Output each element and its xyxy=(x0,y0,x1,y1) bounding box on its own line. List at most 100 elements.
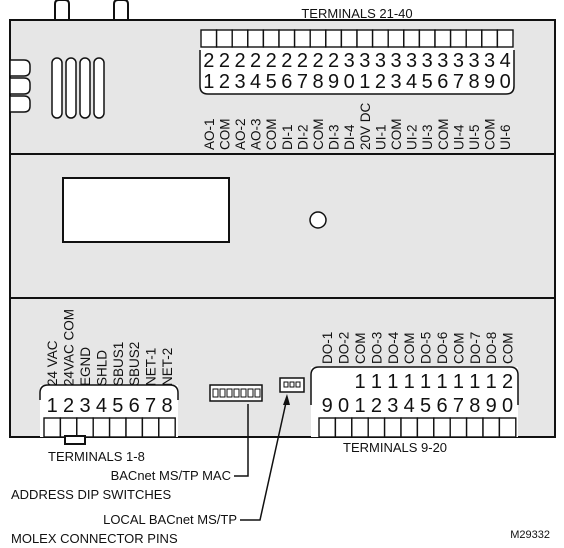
terminals-right-title: TERMINALS 9-20 xyxy=(343,440,447,455)
dip-switch[interactable] xyxy=(240,388,247,398)
right-terminal[interactable] xyxy=(367,417,386,438)
dip-switch[interactable] xyxy=(219,388,226,398)
left-terminal[interactable] xyxy=(108,417,127,438)
left-terminal[interactable] xyxy=(76,417,94,438)
right-terminal[interactable] xyxy=(449,417,468,438)
top-number-ones: 4 xyxy=(250,71,261,93)
dip-switch[interactable] xyxy=(226,388,233,398)
top-terminal[interactable] xyxy=(434,29,452,48)
dip-switch[interactable] xyxy=(212,388,219,398)
top-terminal[interactable] xyxy=(200,29,218,48)
top-terminal[interactable] xyxy=(481,29,499,48)
right-signal-label: DO-6 xyxy=(435,332,450,364)
top-number-ones: 1 xyxy=(203,71,214,93)
right-number-tens: 1 xyxy=(436,371,447,393)
top-terminal[interactable] xyxy=(465,29,483,48)
right-terminal[interactable] xyxy=(334,417,353,438)
right-terminal[interactable] xyxy=(465,417,484,438)
figure-id: M29332 xyxy=(510,529,550,541)
top-terminal[interactable] xyxy=(278,29,296,48)
top-terminal[interactable] xyxy=(340,29,358,48)
left-terminal[interactable] xyxy=(59,417,78,438)
top-number-tens: 2 xyxy=(297,50,308,72)
top-number-ones: 5 xyxy=(422,71,433,93)
right-terminal[interactable] xyxy=(351,417,369,438)
dip-switch[interactable] xyxy=(254,388,261,398)
top-number-tens: 3 xyxy=(453,50,464,72)
left-terminal[interactable] xyxy=(125,417,144,438)
terminal-block-top-bracket xyxy=(199,85,515,95)
top-signal-label: UI-6 xyxy=(498,124,513,150)
right-terminal[interactable] xyxy=(318,417,337,438)
right-number-ones: 4 xyxy=(404,395,415,417)
top-terminal[interactable] xyxy=(371,29,389,48)
top-number-tens: 2 xyxy=(266,50,277,72)
right-number-ones: 7 xyxy=(453,395,464,417)
right-terminal[interactable] xyxy=(400,417,419,438)
terminal-block-left-bracket xyxy=(39,384,179,400)
right-signal-label: DO-3 xyxy=(369,332,384,364)
right-terminal[interactable] xyxy=(433,417,451,438)
left-terminal[interactable] xyxy=(43,417,62,438)
right-number-tens: 1 xyxy=(371,371,382,393)
top-number-tens: 2 xyxy=(234,50,245,72)
right-number-ones: 9 xyxy=(486,395,497,417)
top-terminal[interactable] xyxy=(293,29,311,48)
top-number-tens: 3 xyxy=(468,50,479,72)
right-signal-label: DO-7 xyxy=(468,332,483,364)
top-number-tens: 2 xyxy=(219,50,230,72)
left-signal-label: SHLD xyxy=(94,350,109,386)
right-terminal[interactable] xyxy=(482,417,501,438)
top-terminal[interactable] xyxy=(356,29,374,48)
left-terminal[interactable] xyxy=(141,417,160,438)
left-signal-label: NET-2 xyxy=(160,348,175,386)
top-number-ones: 7 xyxy=(297,71,308,93)
right-number-tens: 1 xyxy=(469,371,480,393)
top-terminal[interactable] xyxy=(449,29,467,48)
right-terminal[interactable] xyxy=(498,417,517,438)
top-terminal[interactable] xyxy=(403,29,421,48)
top-signal-label: 20V DC xyxy=(358,102,373,150)
top-signal-label: AO-1 xyxy=(202,118,217,150)
dip-callout-line2: ADDRESS DIP SWITCHES xyxy=(11,487,171,502)
top-terminal[interactable] xyxy=(387,29,405,48)
left-signal-label: NET-1 xyxy=(144,348,159,386)
top-terminal[interactable] xyxy=(231,29,249,48)
dip-switch[interactable] xyxy=(233,388,240,398)
left-signal-label: SBUS1 xyxy=(111,342,126,386)
top-terminal[interactable] xyxy=(418,29,436,48)
right-signal-label: COM xyxy=(501,333,516,365)
dip-switch[interactable] xyxy=(247,388,254,398)
top-number-tens: 3 xyxy=(484,50,495,72)
top-signal-label: DI-3 xyxy=(327,124,342,150)
left-terminal[interactable] xyxy=(158,417,176,438)
top-terminal[interactable] xyxy=(247,29,265,48)
top-terminal[interactable] xyxy=(262,29,280,48)
top-number-tens: 3 xyxy=(437,50,448,72)
left-number: 5 xyxy=(112,395,123,417)
left-terminal[interactable] xyxy=(92,417,111,438)
top-number-tens: 3 xyxy=(344,50,355,72)
right-signal-label: DO-2 xyxy=(337,332,352,364)
right-terminal[interactable] xyxy=(383,417,402,438)
right-terminal[interactable] xyxy=(416,417,435,438)
right-number-tens: 1 xyxy=(420,371,431,393)
right-signal-label: DO-5 xyxy=(419,332,434,364)
right-number-tens: 1 xyxy=(486,371,497,393)
top-terminal[interactable] xyxy=(309,29,327,48)
top-number-ones: 0 xyxy=(500,71,511,93)
left-number: 8 xyxy=(161,395,172,417)
status-led xyxy=(309,211,327,229)
top-signal-label: AO-2 xyxy=(233,118,248,150)
display-window xyxy=(62,177,230,243)
right-signal-label: DO-4 xyxy=(386,331,401,364)
top-terminal[interactable] xyxy=(325,29,343,48)
terminal-block-right-bracket xyxy=(310,366,519,405)
top-signal-label: COM xyxy=(217,119,232,151)
top-signal-label: COM xyxy=(483,119,498,150)
top-number-tens: 2 xyxy=(328,50,339,72)
top-terminal[interactable] xyxy=(496,29,514,48)
dip-switch-bank[interactable] xyxy=(209,384,263,402)
top-terminal[interactable] xyxy=(215,29,233,48)
